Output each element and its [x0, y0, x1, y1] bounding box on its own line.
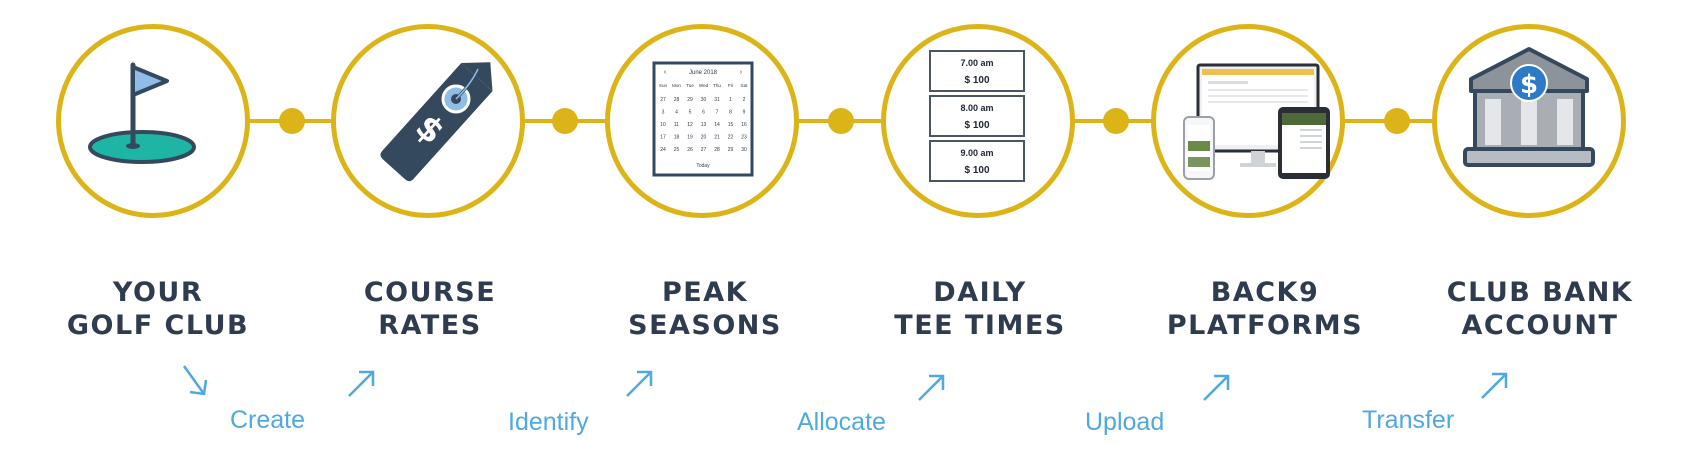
calendar-day: 22	[728, 135, 734, 141]
step-title-tee-times: DAILY TEE TIMES	[860, 276, 1100, 342]
calendar-day: 18	[674, 135, 680, 141]
calendar-day: 24	[660, 147, 666, 153]
title-line: GOLF CLUB	[66, 310, 250, 341]
connector-dot	[279, 108, 305, 134]
action-label-allocate: Allocate	[797, 408, 886, 436]
calendar-weekday: Thu	[713, 83, 721, 88]
calendar-day: 12	[687, 122, 693, 128]
calendar-day: 29	[728, 147, 734, 153]
arrow-up-right-icon	[348, 370, 375, 397]
calendar-weekday: Sat	[741, 83, 749, 88]
calendar-day: 13	[701, 122, 707, 128]
arrow-up-right-icon	[626, 370, 653, 397]
calendar-day: 5	[689, 110, 692, 116]
calendar-day: 16	[741, 122, 747, 128]
title-line: PEAK	[661, 277, 749, 308]
step-title-bank-account: CLUB BANK ACCOUNT	[1420, 276, 1660, 342]
devices-icon	[1183, 63, 1330, 180]
bank-icon: $	[1463, 47, 1595, 167]
title-line: PLATFORMS	[1166, 310, 1364, 341]
title-line: SEASONS	[628, 310, 782, 341]
calendar-day: 29	[687, 97, 693, 103]
dollar-icon: $	[1520, 70, 1538, 100]
title-line: BACK9	[1210, 277, 1320, 308]
golf-flag-icon	[88, 62, 196, 164]
calendar-today: Today	[696, 163, 710, 169]
calendar-day: 27	[701, 147, 707, 153]
calendar-day: 2	[743, 97, 746, 103]
calendar-weekday: Tue	[686, 83, 694, 88]
step-circle-platforms	[1151, 24, 1345, 218]
connector-dot	[552, 108, 578, 134]
title-line: ACCOUNT	[1461, 310, 1619, 341]
calendar-weekday: Sun	[659, 83, 668, 88]
calendar-day: 11	[674, 122, 679, 128]
calendar-day: 3	[662, 110, 665, 116]
calendar-day: 30	[741, 147, 747, 153]
calendar-weekday: Fri	[728, 83, 733, 88]
arrow-down-right-icon	[182, 365, 208, 396]
calendar-day: 9	[743, 110, 746, 116]
tee-price: $ 100	[964, 120, 989, 131]
arrow-up-right-icon	[1481, 372, 1508, 399]
step-circle-tee-times: 7.00 am $ 100 8.00 am $ 100 9.00 am $ 10…	[881, 24, 1075, 218]
arrow-up-right-icon	[918, 374, 945, 401]
title-line: RATES	[378, 310, 482, 341]
calendar-day: 19	[687, 135, 693, 141]
connector-dot	[1384, 108, 1410, 134]
calendar-weekday: Wed	[699, 83, 709, 88]
calendar-day: 8	[729, 110, 732, 116]
action-label-identify: Identify	[508, 408, 589, 436]
calendar-weekday: Mon	[672, 83, 681, 88]
calendar-day: 6	[702, 110, 705, 116]
calendar-day: 30	[701, 97, 707, 103]
action-label-upload: Upload	[1085, 408, 1165, 436]
action-label-transfer: Transfer	[1362, 406, 1455, 434]
step-title-peak-seasons: PEAK SEASONS	[585, 276, 825, 342]
calendar-day: 21	[714, 135, 720, 141]
calendar-day: 31	[714, 97, 720, 103]
calendar-day: 14	[714, 122, 720, 128]
tee-time: 8.00 am	[960, 103, 993, 113]
calendar-day: 1	[729, 97, 732, 103]
title-line: CLUB BANK	[1446, 277, 1634, 308]
calendar-day: 28	[714, 147, 720, 153]
calendar-day: 17	[660, 135, 666, 141]
step-circle-bank-account: $	[1432, 24, 1626, 218]
tee-time-list-icon: 7.00 am $ 100 8.00 am $ 100 9.00 am $ 10…	[929, 50, 1025, 182]
step-title-golf-club: YOUR GOLF CLUB	[38, 276, 278, 342]
tee-time: 7.00 am	[960, 58, 993, 68]
calendar-day: 7	[716, 110, 719, 116]
tee-price: $ 100	[964, 165, 989, 176]
calendar-day: 28	[674, 97, 680, 103]
tee-time: 9.00 am	[960, 148, 993, 158]
calendar-day: 20	[701, 135, 707, 141]
calendar-day: 27	[660, 97, 666, 103]
connector-dot	[1103, 108, 1129, 134]
calendar-day: 23	[741, 135, 747, 141]
step-title-course-rates: COURSE RATES	[310, 276, 550, 342]
title-line: YOUR	[112, 277, 204, 308]
title-line: COURSE	[363, 277, 497, 308]
connector-dot	[828, 108, 854, 134]
step-circle-golf-club	[56, 24, 250, 218]
title-line: DAILY	[933, 277, 1027, 308]
tee-price: $ 100	[964, 75, 989, 86]
action-label-create: Create	[230, 406, 306, 434]
title-line: TEE TIMES	[894, 310, 1066, 341]
calendar-prev-icon: ‹	[664, 69, 667, 76]
calendar-day: 10	[660, 122, 666, 128]
step-title-platforms: BACK9 PLATFORMS	[1145, 276, 1385, 342]
calendar-day: 25	[674, 147, 680, 153]
calendar-month: June 2018	[689, 70, 718, 76]
arrow-up-right-icon	[1203, 374, 1230, 401]
price-tag-icon: $	[380, 62, 493, 182]
step-circle-course-rates: $	[331, 24, 525, 218]
calendar-next-icon: ›	[740, 69, 743, 76]
calendar-day: 4	[675, 110, 678, 116]
calendar-day: 26	[687, 147, 693, 153]
calendar-day: 15	[728, 122, 734, 128]
